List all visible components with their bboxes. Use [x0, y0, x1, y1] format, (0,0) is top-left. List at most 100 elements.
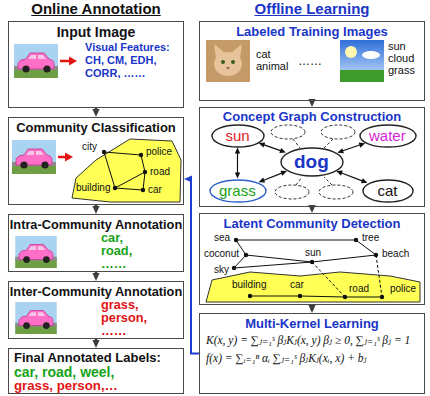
box-title: Input Image	[9, 24, 183, 41]
arrowhead	[308, 305, 315, 313]
flow-arrow	[92, 205, 99, 214]
arrow-line	[262, 173, 283, 181]
graph-label: building	[76, 182, 110, 194]
illustration-ellipse	[319, 185, 353, 199]
flow-arrow	[308, 305, 315, 313]
arrow-line	[237, 152, 238, 175]
illustration-circle	[231, 60, 235, 64]
image-caption: sun cloud grass	[388, 40, 424, 76]
illustration-line	[246, 255, 312, 262]
ellipse-shape	[360, 125, 416, 147]
illustration-line	[104, 152, 141, 155]
illustration-line	[115, 188, 143, 190]
process-box: Intra-Community Annotationcar, road, ……	[8, 214, 184, 272]
box-title: Community Classification	[9, 120, 183, 136]
box-title: water	[369, 127, 406, 145]
flow-arrow	[235, 148, 240, 179]
arrowhead	[92, 340, 99, 348]
image-caption: ……	[298, 54, 322, 68]
graph-label: sun	[305, 247, 321, 259]
community-region	[72, 139, 181, 202]
illustration-line	[115, 172, 145, 188]
arrowhead	[235, 173, 240, 179]
red-arrowhead	[65, 153, 73, 162]
illustration-ellipse	[321, 125, 355, 139]
illustration-rect	[206, 40, 250, 82]
illustration-circle	[345, 46, 357, 58]
box-title: grass	[219, 182, 256, 200]
arrowhead	[279, 148, 286, 153]
concept-ellipse: sun	[211, 124, 265, 148]
graph-label: sky	[214, 264, 229, 276]
illustration-rect	[340, 40, 384, 82]
arrow-line	[263, 144, 282, 151]
illustration-circle	[139, 153, 143, 157]
arrowhead	[92, 273, 99, 281]
graph-label: car	[148, 184, 162, 196]
flow-arrow	[259, 142, 286, 153]
box-text: K(x, y) = ∑ⱼ₌₁ˢ βⱼKⱼ(x, y) βⱼ ≥ 0, ∑ⱼ₌₁ˢ…	[206, 334, 420, 347]
arrowhead	[92, 206, 99, 214]
illustration-circle	[102, 150, 106, 154]
flow-arrow	[259, 171, 287, 183]
car-photo	[15, 302, 56, 334]
illustration-line	[324, 177, 332, 185]
box-text: f(x) = ∑ᵢ₌₁ⁿ αᵢ ∑ⱼ₌₁ˢ βⱼKⱼ(xᵢ, x) + bⱼ	[206, 352, 420, 365]
graph-label: beach	[382, 248, 409, 260]
ellipse-shape	[281, 148, 343, 176]
red-arrowhead	[69, 57, 77, 66]
illustration-circle	[221, 60, 225, 64]
flow-arrow	[92, 108, 99, 117]
ellipse-shape	[210, 180, 266, 202]
illustration-circle	[354, 238, 358, 242]
illustration-line	[312, 255, 376, 262]
ellipse-shape	[363, 180, 413, 202]
illustration-line	[236, 240, 356, 241]
box-text: grass, person, ……	[101, 299, 153, 337]
illustration-polygon	[226, 67, 230, 70]
graph-label: coconut	[204, 248, 239, 260]
illustration-ellipse	[214, 52, 242, 76]
box-text: car, road, ……	[101, 232, 153, 270]
box-text: car, road, weel,	[14, 365, 114, 379]
illustration-circle	[248, 294, 252, 298]
illustration-circle	[113, 186, 117, 190]
arrow-line	[340, 172, 363, 181]
red-arrow	[58, 156, 66, 159]
box-title: Multi-Kernel Learning	[200, 316, 424, 332]
illustration-line	[324, 139, 333, 148]
graph-label: road	[150, 166, 170, 178]
arrowhead	[235, 148, 240, 154]
illustration-circle	[343, 295, 347, 299]
process-box: Final Annotated Labels:car, road, weel,g…	[8, 348, 184, 394]
arrowhead	[337, 148, 344, 153]
illustration-line	[376, 255, 382, 297]
graph-label: road	[349, 283, 369, 295]
illustration-line	[296, 177, 302, 185]
concept-ellipse: grass	[209, 179, 267, 203]
illustration-line	[143, 172, 145, 190]
concept-ellipse: cat	[362, 179, 414, 203]
illustration-circle	[310, 260, 314, 264]
illustration-line	[234, 262, 312, 268]
graph-label: building	[232, 279, 266, 291]
car-photo	[14, 44, 58, 78]
process-box: Inter-Community Annotationgrass, person,…	[8, 281, 184, 339]
illustration-circle	[298, 294, 302, 298]
arrowhead	[259, 142, 266, 147]
concept-ellipse: water	[359, 124, 417, 148]
graph-label: police	[390, 283, 416, 295]
arrowhead	[184, 175, 192, 182]
community-region	[206, 272, 420, 302]
arrow-line	[188, 179, 200, 354]
box-title: Final Annotated Labels:	[14, 350, 161, 365]
flow-arrow	[184, 175, 199, 353]
illustration-ellipse	[275, 185, 309, 199]
arrowhead	[92, 109, 99, 117]
process-box: Input ImageVisual Features: CH, CM, EDH,…	[8, 21, 184, 108]
cat-photo	[206, 40, 250, 82]
ellipse-shape	[212, 125, 264, 147]
illustration-circle	[232, 266, 236, 270]
